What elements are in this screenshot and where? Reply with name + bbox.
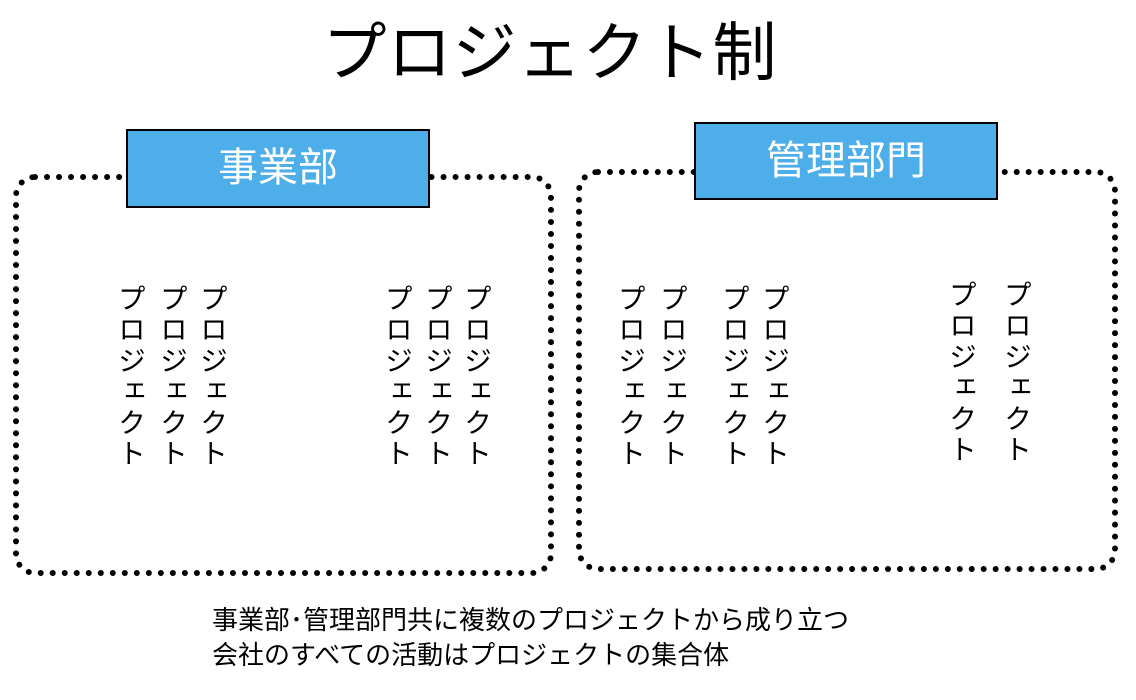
footer-line-2: 会社のすべての活動はプロジェクトの集合体 — [212, 641, 730, 671]
management-department-label: 管理部門 — [694, 122, 998, 200]
project-item: プロジェクト — [381, 284, 414, 470]
page-title: プロジェクト制 — [322, 17, 778, 91]
project-item: プロジェクト — [1000, 280, 1033, 466]
project-item: プロジェクト — [656, 284, 689, 470]
business-division-label: 事業部 — [126, 129, 430, 208]
project-item: プロジェクト — [196, 284, 229, 470]
project-item: プロジェクト — [114, 284, 147, 470]
project-item: プロジェクト — [460, 284, 493, 470]
project-item: プロジェクト — [718, 284, 751, 470]
project-item: プロジェクト — [156, 284, 189, 470]
footer-description: 事業部･管理部門共に複数のプロジェクトから成り立つ 会社のすべての活動はプロジェ… — [212, 604, 849, 674]
project-item: プロジェクト — [614, 284, 647, 470]
project-item: プロジェクト — [421, 284, 454, 470]
project-item: プロジェクト — [758, 284, 791, 470]
project-item: プロジェクト — [945, 280, 978, 466]
footer-line-1: 事業部･管理部門共に複数のプロジェクトから成り立つ — [212, 606, 850, 636]
